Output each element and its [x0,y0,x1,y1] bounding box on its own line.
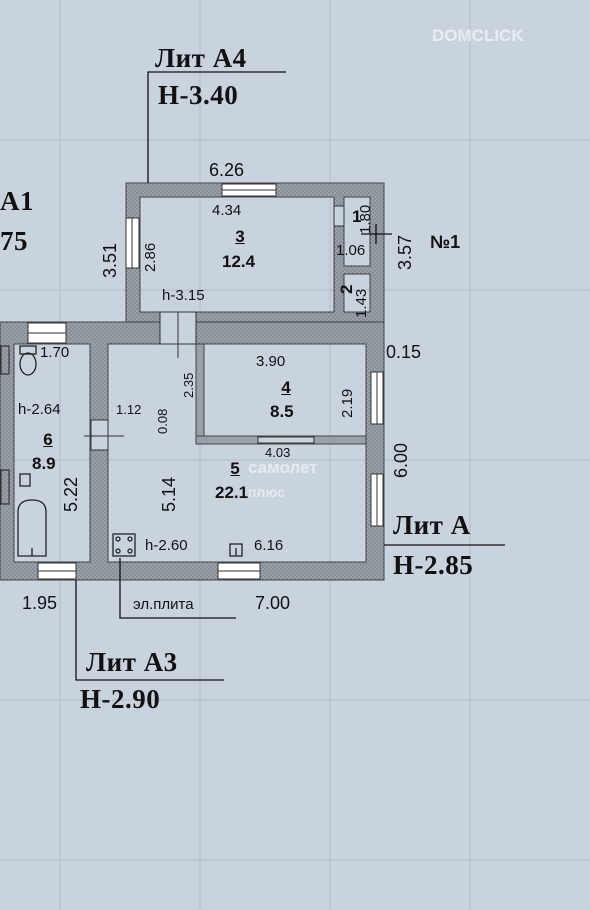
label-no1: №1 [430,232,461,252]
doors [84,205,345,451]
dim-2-86: 2.86 [142,242,159,272]
watermark-top: DOMCLICK [432,26,524,45]
boiler-icon [229,543,243,557]
dim-h-3-15: h-3.15 [162,287,205,304]
dim-3-51: 3.51 [100,242,120,278]
leader-lines [75,71,505,681]
small-fixture-icon [0,345,10,505]
dim-5-22: 5.22 [61,476,81,512]
room-5-number: 5 [230,459,240,478]
room-6-area: 8.9 [32,454,56,473]
dim-7-00: 7.00 [255,593,291,613]
lit-a3-height: Н-2.90 [80,684,161,714]
dim-6-16: 6.16 [254,537,284,554]
dim-h-2-60: h-2.60 [145,537,188,554]
toilet-icon [19,345,37,376]
dim-6-26: 6.26 [209,160,245,180]
room-4-number: 4 [281,378,291,397]
dim-3-57: 3.57 [395,234,415,270]
stove-icon [112,533,136,557]
room-5-area: 22.1 [215,483,249,502]
dim-3-90: 3.90 [256,353,286,370]
dim-1-70: 1.70 [40,344,70,361]
lit-a-height: Н-2.85 [393,550,474,580]
dim-5-14: 5.14 [159,476,179,512]
dim-2-19: 2.19 [339,388,356,418]
walls [0,182,385,581]
lit-a3-label: Лит А3 [86,647,178,677]
stove-label: эл.плита [133,596,194,613]
room-1-number: 1 [352,207,362,226]
dim-4-03: 4.03 [265,445,291,460]
lit-a-label: Лит А [393,510,471,540]
room-3-area: 12.4 [222,252,256,271]
windows [27,183,384,580]
room-4-area: 8.5 [270,402,294,421]
dim-1-12: 1.12 [116,402,142,417]
dim-1-95: 1.95 [22,593,58,613]
dim-1-43: 1.43 [353,288,370,318]
sink-icon [19,473,31,487]
lit-a4-height: Н-3.40 [158,80,239,110]
dim-0-15: 0.15 [386,342,422,362]
dim-1-06: 1.06 [336,242,366,259]
lit-a1-label: А1 [0,186,34,216]
lit-a1-height: 75 [0,226,28,256]
lit-a4-label: Лит А4 [155,43,247,73]
room-3-number: 3 [235,227,245,246]
room-6-number: 6 [43,430,53,449]
dim-h-2-64: h-2.64 [18,401,61,418]
dim-0-08: 0.08 [155,408,170,434]
bath-icon [17,499,47,557]
watermark-center-sub: плюс [248,484,285,500]
dim-4-34: 4.34 [212,202,242,219]
watermark-center: самолет [248,458,318,477]
dim-1-80: 1.80 [357,204,374,234]
dim-2-35: 2.35 [181,372,196,398]
dim-6-00: 6.00 [391,442,411,478]
